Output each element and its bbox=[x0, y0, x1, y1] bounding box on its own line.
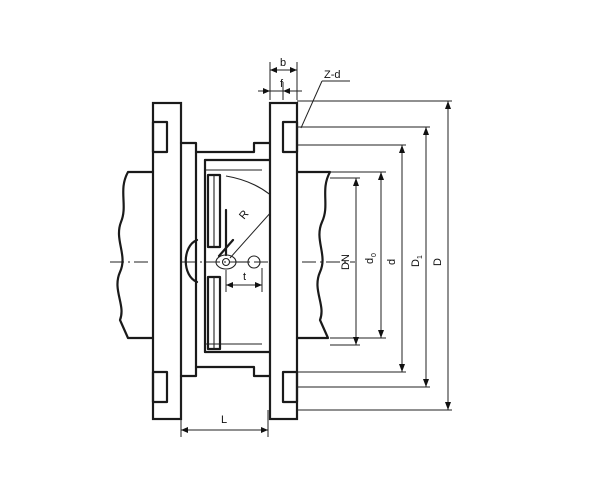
left-pipe bbox=[116, 170, 155, 340]
dim-d0 bbox=[378, 172, 384, 338]
dim-zd-leader bbox=[300, 80, 350, 129]
dim-l bbox=[180, 410, 269, 437]
left-flange bbox=[151, 101, 183, 421]
svg-text:d: d bbox=[364, 258, 376, 264]
label-zd: Z-d bbox=[324, 69, 341, 81]
svg-text:1: 1 bbox=[417, 255, 424, 259]
disc-plates bbox=[206, 173, 222, 351]
svg-text:D: D bbox=[410, 259, 422, 267]
label-l: L bbox=[221, 414, 227, 426]
dim-f bbox=[258, 82, 302, 100]
dim-d bbox=[399, 145, 405, 372]
dim-dn bbox=[353, 178, 359, 345]
label-b: b bbox=[280, 57, 286, 69]
label-d1: D 1 bbox=[410, 255, 424, 267]
valve-body bbox=[179, 141, 274, 378]
label-t: t bbox=[243, 271, 246, 283]
dim-b bbox=[269, 62, 298, 100]
svg-text:0: 0 bbox=[371, 253, 378, 257]
label-dd: D bbox=[432, 258, 444, 266]
dim-t bbox=[225, 268, 263, 292]
label-dn: DN bbox=[340, 254, 352, 270]
dim-d1 bbox=[423, 127, 429, 387]
label-r: R bbox=[237, 208, 251, 222]
leader-lines bbox=[297, 100, 452, 411]
label-d: d bbox=[386, 259, 398, 265]
right-pipe bbox=[295, 170, 332, 340]
label-d0: d 0 bbox=[364, 253, 378, 264]
hinge-assembly bbox=[184, 208, 261, 284]
right-flange bbox=[268, 101, 299, 421]
dim-dd bbox=[445, 101, 451, 410]
label-f: f bbox=[280, 78, 284, 90]
